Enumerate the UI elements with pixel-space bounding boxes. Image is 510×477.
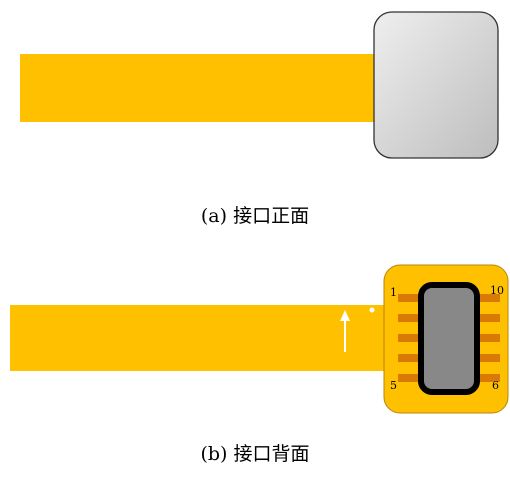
chip-body: [418, 282, 480, 395]
pad: [398, 334, 422, 342]
caption-back: (b) 接口背面: [200, 443, 309, 465]
front-view: [20, 11, 499, 159]
pin-label-1: 1: [390, 286, 397, 299]
pad: [476, 354, 500, 362]
back-ribbon-cable: [10, 305, 388, 371]
pad: [476, 334, 500, 342]
pad: [476, 294, 500, 302]
pad: [398, 354, 422, 362]
right-pads: [476, 294, 500, 382]
pad: [398, 374, 422, 382]
front-ribbon-cable: [20, 54, 382, 122]
left-pads: [398, 294, 422, 382]
pad: [476, 314, 500, 322]
pin-label-6: 6: [492, 379, 499, 392]
pin1-marker-dot: [369, 307, 375, 313]
pin-label-5: 5: [390, 379, 397, 392]
pin-label-10: 10: [490, 284, 504, 297]
front-connector-housing: [373, 11, 499, 159]
pad: [398, 294, 422, 302]
back-view: 1 10 5 6: [10, 264, 509, 414]
caption-front: (a) 接口正面: [201, 205, 309, 227]
up-arrow-icon: [340, 310, 350, 352]
pad: [398, 314, 422, 322]
pad: [476, 374, 500, 382]
